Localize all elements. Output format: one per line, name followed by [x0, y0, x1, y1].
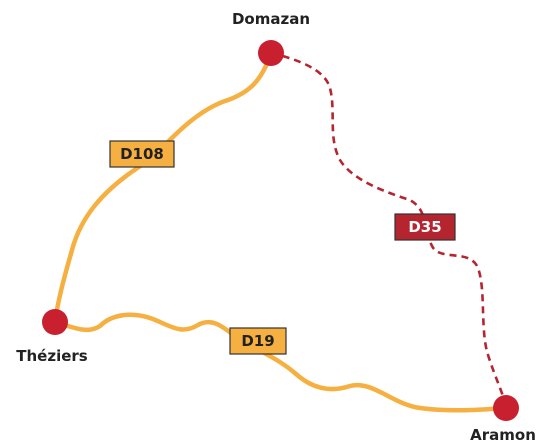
road-label-d108: D108	[120, 145, 164, 163]
town-marker-aramon[interactable]	[493, 395, 519, 421]
road-d108	[52, 50, 274, 325]
town-marker-theziers[interactable]	[42, 309, 68, 335]
road-shield-d19: D19	[229, 327, 287, 355]
town-label-theziers: Théziers	[16, 347, 88, 365]
road-shield-d35: D35	[394, 213, 456, 241]
road-d35	[270, 51, 508, 409]
road-shield-d108: D108	[109, 140, 175, 168]
town-label-aramon: Aramon	[470, 426, 536, 444]
road-label-d19: D19	[241, 332, 274, 350]
town-label-domazan: Domazan	[232, 10, 310, 28]
road-label-d35: D35	[408, 218, 441, 236]
town-marker-domazan[interactable]	[258, 40, 284, 66]
